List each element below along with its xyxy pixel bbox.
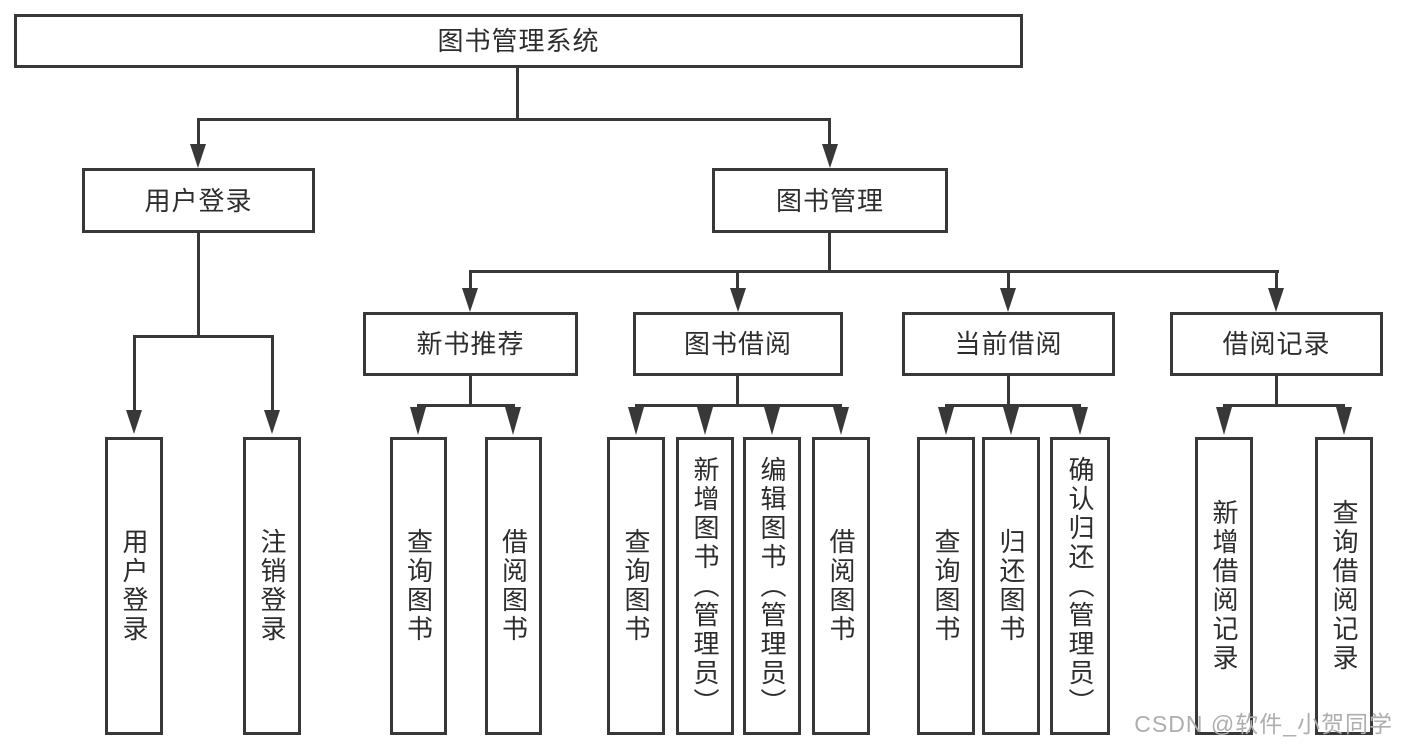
node-current-borrowing-label: 当前借阅 — [954, 329, 1063, 359]
node-return-books-label: 归还图书 — [996, 528, 1026, 644]
node-borrow-books-recommend: 借阅图书 — [485, 437, 542, 735]
connector-stem — [133, 337, 136, 412]
node-confirm-return-admin: 确认归还（管理员） — [1050, 437, 1110, 735]
node-query-books-borrow-label: 查询图书 — [621, 528, 651, 644]
node-root-label: 图书管理系统 — [437, 26, 600, 56]
node-confirm-return-admin-label: 确认归还（管理员） — [1065, 455, 1095, 717]
connector-stem — [828, 120, 831, 148]
node-user-login: 用户登录 — [82, 168, 315, 233]
arrow-down-icon — [264, 410, 280, 434]
connector-group4-drop — [1275, 376, 1278, 406]
arrow-down-icon — [410, 407, 426, 435]
connector-stem — [1007, 273, 1010, 289]
node-query-borrow-record: 查询借阅记录 — [1315, 437, 1373, 735]
node-borrowing-records: 借阅记录 — [1170, 312, 1383, 376]
connector-group2-bus — [635, 404, 842, 407]
arrow-down-icon — [462, 288, 478, 312]
arrow-down-icon — [1268, 288, 1284, 312]
connector-root-drop — [516, 68, 519, 120]
node-new-book-recommendation-label: 新书推荐 — [416, 329, 525, 359]
connector-user-login-bus — [133, 335, 274, 338]
node-current-borrowing: 当前借阅 — [902, 312, 1115, 376]
node-logout-label: 注销登录 — [257, 528, 287, 644]
connector-group3-drop — [1007, 376, 1010, 406]
node-user-login-label: 用户登录 — [144, 185, 253, 216]
arrow-down-icon — [1003, 407, 1019, 435]
node-query-books-borrow: 查询图书 — [607, 437, 665, 735]
node-borrow-books: 借阅图书 — [812, 437, 870, 735]
arrow-down-icon — [126, 410, 142, 434]
node-new-book-recommendation: 新书推荐 — [363, 312, 578, 376]
node-login: 用户登录 — [105, 437, 163, 735]
connector-stem — [469, 273, 472, 289]
connector-stem — [736, 273, 739, 289]
node-query-books-current-label: 查询图书 — [931, 528, 961, 644]
node-add-books-admin-label: 新增图书（管理员） — [690, 455, 720, 717]
node-book-management-label: 图书管理 — [775, 185, 884, 216]
arrow-down-icon — [190, 144, 206, 168]
node-root: 图书管理系统 — [14, 14, 1023, 68]
connector-group4-bus — [1223, 404, 1345, 407]
node-book-management: 图书管理 — [712, 168, 948, 233]
arrow-down-icon — [1072, 407, 1088, 435]
arrow-down-icon — [1000, 288, 1016, 312]
node-query-books-recommend: 查询图书 — [390, 437, 447, 735]
connector-level3-bus — [469, 270, 1279, 273]
arrow-down-icon — [505, 407, 521, 435]
arrow-down-icon — [938, 407, 954, 435]
node-edit-books-admin: 编辑图书（管理员） — [743, 437, 801, 735]
node-logout: 注销登录 — [243, 437, 301, 735]
node-book-borrowing: 图书借阅 — [633, 312, 843, 376]
node-login-label: 用户登录 — [119, 528, 149, 644]
arrow-down-icon — [628, 407, 644, 435]
connector-user-login-drop — [197, 233, 200, 337]
connector-stem — [271, 337, 274, 412]
node-borrow-books-recommend-label: 借阅图书 — [498, 528, 529, 644]
connector-stem — [197, 120, 200, 148]
arrow-down-icon — [697, 407, 713, 435]
connector-group1-bus — [417, 404, 515, 407]
node-return-books: 归还图书 — [982, 437, 1040, 735]
node-borrowing-records-label: 借阅记录 — [1222, 329, 1331, 359]
arrow-down-icon — [764, 407, 780, 435]
arrow-down-icon — [822, 144, 838, 168]
connector-group1-drop — [469, 376, 472, 406]
connector-book-management-drop — [828, 233, 831, 272]
node-query-books-current: 查询图书 — [917, 437, 975, 735]
node-add-borrow-record: 新增借阅记录 — [1195, 437, 1253, 735]
arrow-down-icon — [1216, 407, 1232, 435]
node-borrow-books-label: 借阅图书 — [826, 528, 856, 644]
node-edit-books-admin-label: 编辑图书（管理员） — [757, 455, 787, 717]
node-add-borrow-record-label: 新增借阅记录 — [1209, 499, 1239, 673]
csdn-watermark: CSDN @软件_小贺同学 — [1134, 711, 1393, 737]
arrow-down-icon — [1336, 407, 1352, 435]
node-query-borrow-record-label: 查询借阅记录 — [1329, 499, 1359, 673]
connector-stem — [1275, 273, 1278, 289]
node-query-books-recommend-label: 查询图书 — [403, 528, 434, 644]
node-book-borrowing-label: 图书借阅 — [683, 329, 792, 359]
arrow-down-icon — [833, 407, 849, 435]
connector-group3-bus — [945, 404, 1081, 407]
connector-level2-bus — [197, 118, 831, 121]
arrow-down-icon — [730, 288, 746, 312]
node-add-books-admin: 新增图书（管理员） — [676, 437, 734, 735]
connector-group2-drop — [736, 376, 739, 406]
